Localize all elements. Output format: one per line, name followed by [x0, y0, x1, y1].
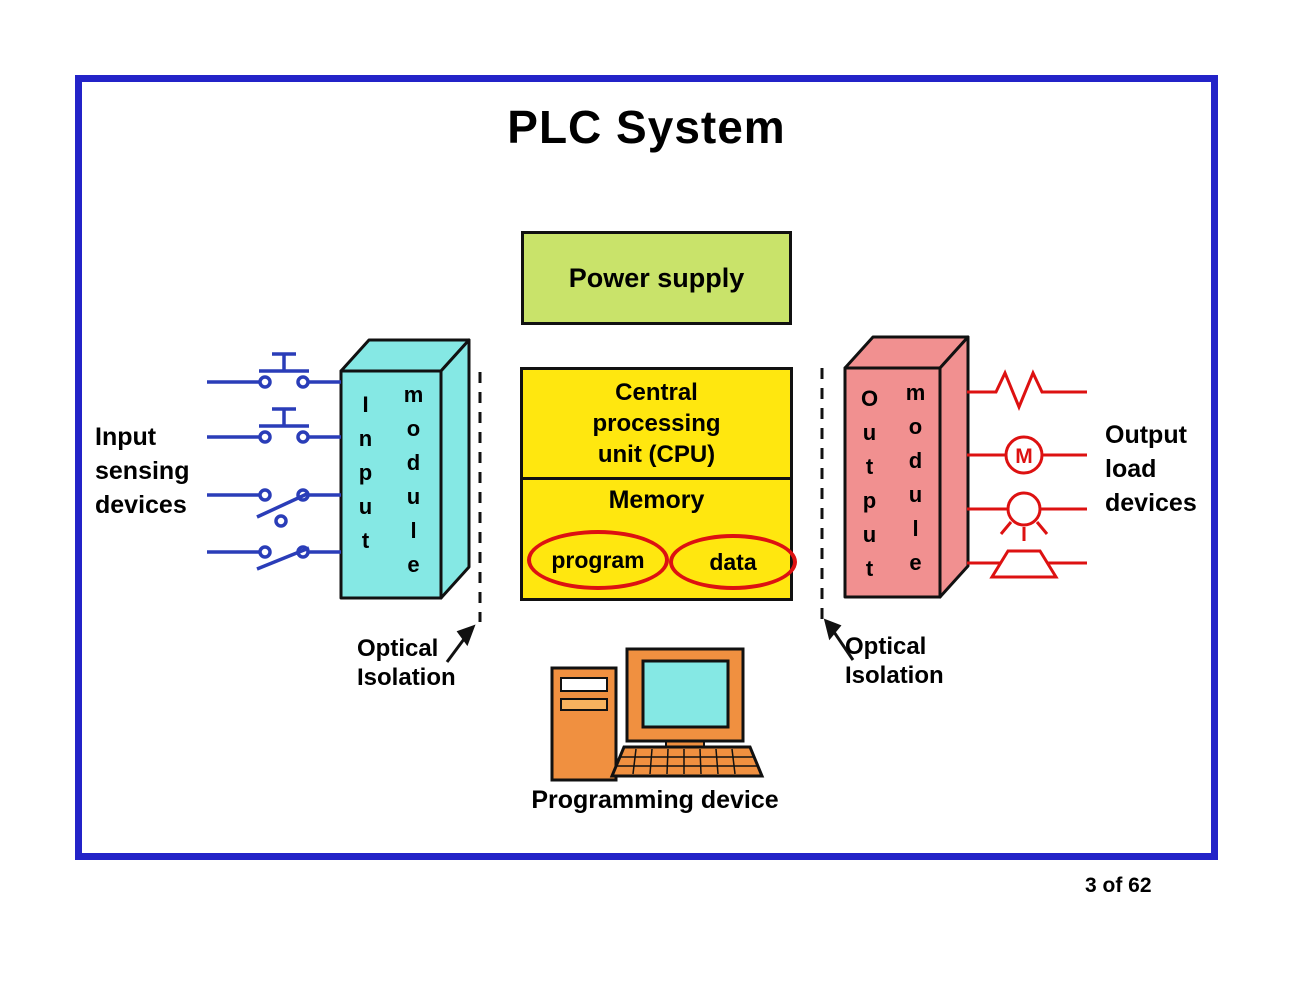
cpu-title-line2: processing — [592, 410, 721, 437]
key-col-line — [632, 748, 637, 775]
optical-isolation-label-right: Optical Isolation — [845, 632, 944, 690]
arrow-shaft — [832, 631, 855, 661]
roller-circle — [274, 514, 288, 528]
input-module-label-input: Input — [353, 392, 378, 562]
buzzer-horn — [989, 549, 1059, 579]
pushbutton-symbol-1 — [207, 352, 341, 389]
output-devices-line1: Output — [1105, 421, 1187, 449]
optical-line2: Isolation — [845, 662, 944, 689]
tower-drive-slot — [560, 677, 608, 692]
cpu-title-line3: unit (CPU) — [597, 441, 716, 468]
input-devices-line2: sensing — [95, 457, 190, 485]
key-col-line — [666, 748, 669, 775]
output-load-devices-label: Output load devices — [1105, 418, 1197, 520]
input-devices-line3: devices — [95, 491, 187, 519]
pushbutton-symbol-2 — [207, 407, 341, 444]
output-module-side-face — [938, 335, 970, 599]
input-sensing-symbols — [207, 352, 341, 571]
keyboard — [609, 745, 765, 778]
program-label: program — [551, 546, 645, 573]
optical-line2: Isolation — [357, 664, 456, 691]
power-supply-label: Power supply — [568, 262, 745, 293]
programming-device-label: Programming device — [531, 786, 779, 814]
contact-circle — [258, 375, 272, 389]
output-module-box — [843, 335, 970, 599]
cpu-title-line1: Central — [615, 379, 698, 406]
input-devices-line1: Input — [95, 423, 157, 451]
input-module-side-face — [439, 338, 471, 600]
optical-line1: Optical — [357, 635, 439, 662]
monitor-screen — [641, 659, 730, 729]
optical-isolation-arrow-right — [823, 618, 855, 661]
power-supply-block: Power supply — [521, 231, 792, 325]
lever — [256, 546, 310, 571]
heater-zigzag — [967, 369, 1087, 411]
contact-circle — [258, 545, 272, 559]
motor-symbol — [967, 435, 1087, 475]
ray — [1035, 521, 1049, 535]
output-load-symbols — [967, 369, 1087, 579]
data-memory-ellipse: data — [669, 534, 797, 590]
output-devices-line3: devices — [1105, 489, 1197, 517]
optical-line1: Optical — [845, 633, 927, 660]
limit-switch-symbol — [207, 488, 341, 528]
data-label: data — [709, 548, 757, 575]
key-col-line — [731, 748, 736, 775]
input-module-label-module: module — [401, 382, 426, 586]
key-col-line — [699, 748, 702, 775]
input-module-box — [339, 338, 471, 600]
cpu-title: Central processing unit (CPU) — [523, 370, 790, 480]
page-indicator: 3 of 62 — [1085, 874, 1152, 897]
contact-switch-symbol — [207, 545, 341, 571]
key-col-line — [715, 748, 719, 775]
contact-circle — [258, 430, 272, 444]
output-module-front-face — [843, 366, 942, 599]
contact-circle — [258, 488, 272, 502]
arrow-head — [456, 624, 476, 647]
tower-bay-slot — [560, 698, 608, 711]
motor-label: M — [1015, 445, 1033, 468]
output-module-label-module: module — [903, 380, 928, 584]
input-module-front-face — [339, 369, 443, 600]
page-title: PLC System — [507, 101, 786, 153]
key-col-line — [649, 748, 653, 775]
keyboard-keys — [617, 748, 758, 775]
contact-circle — [296, 375, 310, 389]
optical-isolation-label-left: Optical Isolation — [357, 634, 456, 692]
memory-label: Memory — [608, 486, 705, 514]
arrow-head — [823, 618, 842, 641]
optical-isolation-arrow-left — [445, 624, 476, 663]
output-devices-line2: load — [1105, 455, 1157, 483]
contact-circle — [296, 430, 310, 444]
buzzer-symbol — [967, 549, 1087, 579]
programming-device-illustration — [550, 647, 765, 782]
input-sensing-devices-label: Input sensing devices — [95, 420, 189, 522]
lamp-symbol — [967, 491, 1087, 541]
lamp-circle — [1006, 491, 1042, 527]
lever — [256, 491, 310, 519]
program-memory-ellipse: program — [527, 530, 669, 590]
ray — [999, 521, 1013, 535]
cpu-block: Central processing unit (CPU) Memory pro… — [520, 367, 797, 601]
output-module-label-output: Output — [857, 386, 882, 590]
